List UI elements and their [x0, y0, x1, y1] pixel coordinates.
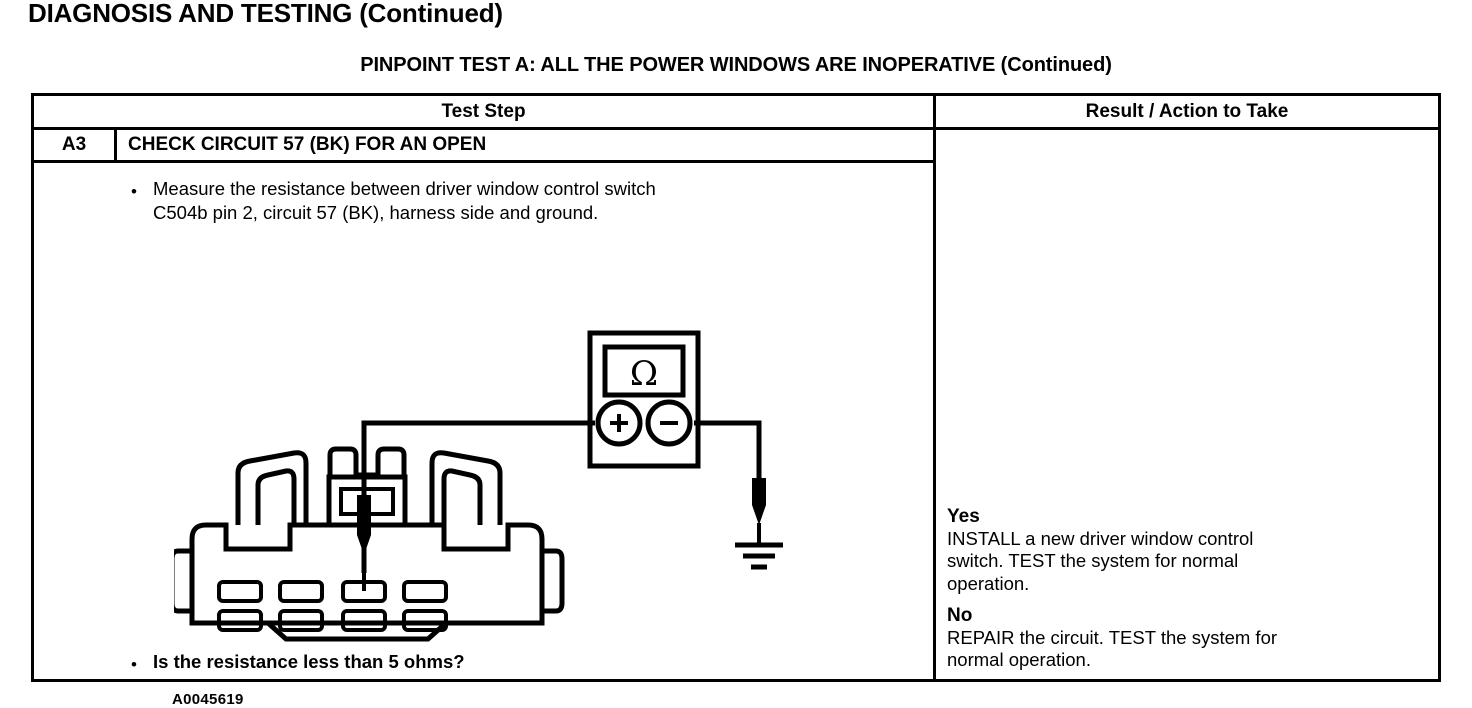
connector-latch-right-outer — [429, 450, 503, 525]
answer-yes-text: INSTALL a new driver window control swit… — [947, 528, 1254, 594]
measure-instruction-text: Measure the resistance between driver wi… — [153, 178, 656, 224]
connector-center-square-inner — [339, 487, 395, 516]
positive-terminal-ring — [595, 399, 643, 447]
pin-cavity-row-bottom — [217, 609, 448, 632]
multimeter-display — [602, 344, 686, 398]
result-action-body: Yes INSTALL a new driver window control … — [936, 163, 1438, 679]
answer-no-label: No — [947, 604, 973, 626]
answer-yes-label: Yes — [947, 506, 980, 528]
connector-latch-right-inner — [441, 468, 483, 525]
negative-lead-wire — [694, 420, 762, 478]
column-header-test-step: Test Step — [441, 100, 526, 122]
multimeter-body — [587, 330, 701, 469]
circuit-test-diagram: Ω — [174, 313, 814, 663]
list-item: • Measure the resistance between driver … — [131, 177, 921, 226]
list-item: • Is the resistance less than 5 ohms? — [131, 650, 831, 674]
answer-no-text: REPAIR the circuit. TEST the system for … — [947, 626, 1278, 670]
bullet-icon: • — [131, 182, 137, 201]
table-header-row: Test Step Result / Action to Take — [34, 96, 1438, 130]
connector-latch-left-inner — [255, 468, 297, 525]
pinpoint-test-subtitle: PINPOINT TEST A: ALL THE POWER WINDOWS A… — [360, 54, 1112, 76]
connector-side-tab-right — [542, 548, 565, 614]
pin-cavity-row-top — [217, 580, 448, 603]
column-header-result-action: Result / Action to Take — [1085, 100, 1289, 122]
question-text: Is the resistance less than 5 ohms? — [153, 651, 465, 672]
connector-latch-post — [327, 446, 407, 478]
step-title-cell: CHECK CIRCUIT 57 (BK) FOR AN OPEN — [128, 134, 487, 155]
page-title: DIAGNOSIS AND TESTING (Continued) — [28, 0, 503, 28]
connector-body-outline — [189, 522, 545, 626]
column-divider — [933, 96, 936, 679]
plus-icon — [610, 414, 628, 432]
test-step-body: • Measure the resistance between driver … — [34, 163, 933, 708]
diagram-svg: Ω — [174, 330, 783, 642]
negative-terminal-ring — [645, 399, 693, 447]
connector-latch-left-outer — [235, 450, 309, 525]
step-id-cell: A3 — [34, 130, 117, 160]
step-title-row: A3 CHECK CIRCUIT 57 (BK) FOR AN OPEN — [34, 130, 933, 163]
bullet-icon: • — [131, 655, 137, 674]
ground-probe-tip — [752, 478, 766, 525]
ohm-symbol: Ω — [630, 354, 658, 394]
ground-symbol — [735, 542, 783, 570]
connector-side-tab-left — [174, 548, 192, 614]
test-step-table: Test Step Result / Action to Take A3 CHE… — [31, 93, 1441, 708]
